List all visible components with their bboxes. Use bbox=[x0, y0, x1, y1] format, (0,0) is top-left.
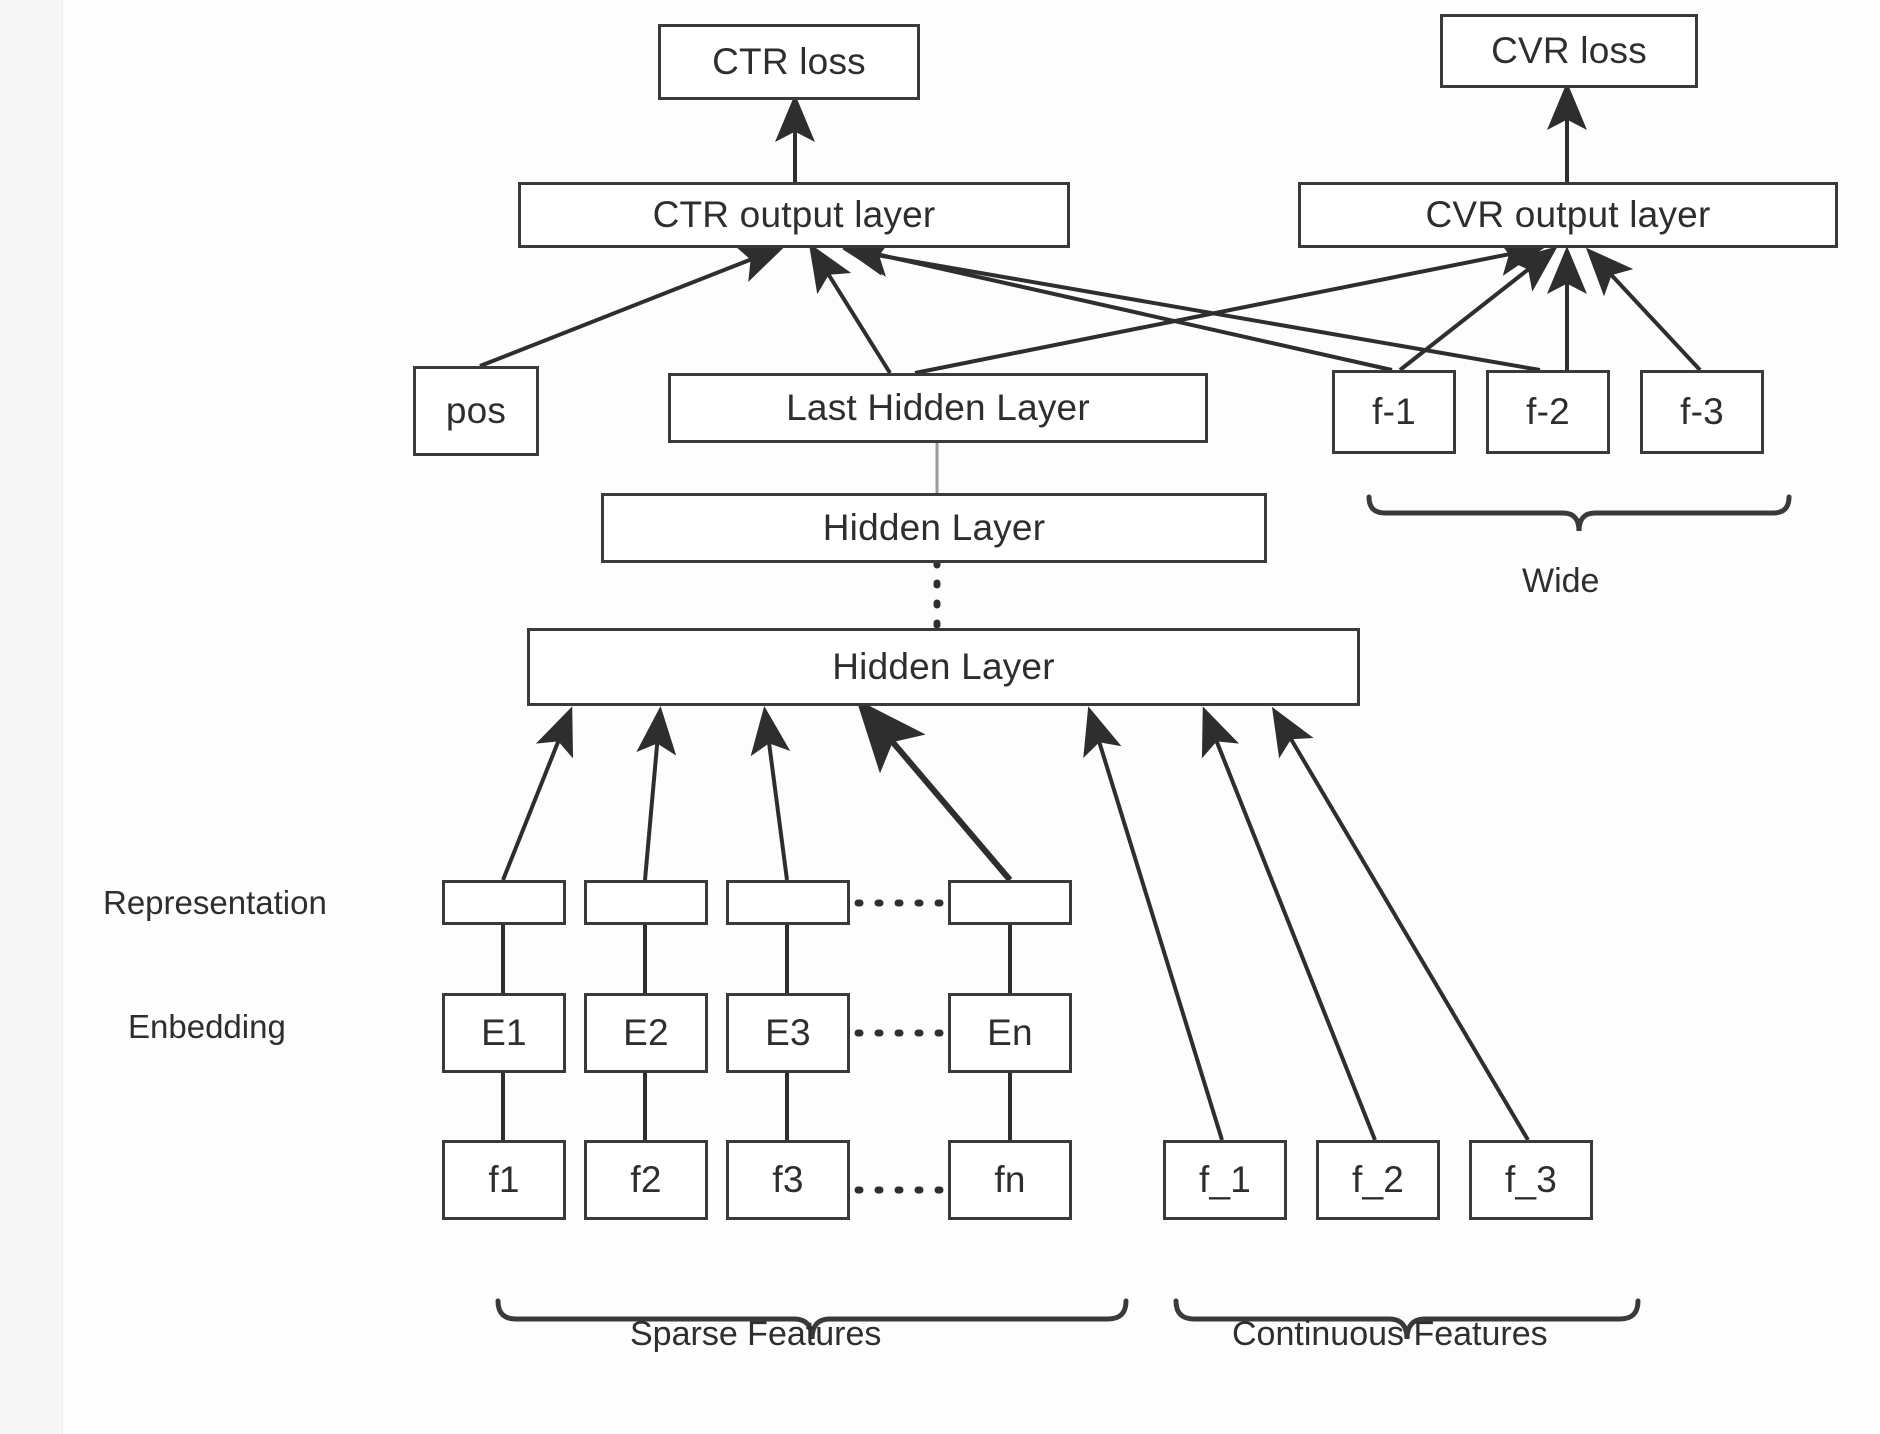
sparse-feature-label-f2: f2 bbox=[630, 1159, 662, 1200]
cvr-loss-label: CVR loss bbox=[1491, 30, 1647, 71]
embedding-box-e3[interactable]: E3 bbox=[726, 993, 850, 1073]
embedding-box-en-label: En bbox=[987, 1012, 1033, 1053]
edge-f3wide-to-cvr-output bbox=[1585, 247, 1702, 372]
wide-brace-label: Wide bbox=[1522, 562, 1600, 600]
sparse-feature-label-f3: f3 bbox=[772, 1159, 804, 1200]
continuous-feature-label-fc1: f_1 bbox=[1198, 1159, 1252, 1200]
last-hidden-layer-box[interactable]: Last Hidden Layer bbox=[668, 373, 1208, 443]
pos-label: pos bbox=[445, 390, 507, 431]
embedding-box-e3-label: E3 bbox=[765, 1012, 811, 1053]
continuous-feature-box-fc1[interactable]: f_1 bbox=[1163, 1140, 1287, 1220]
cvr-loss-box[interactable]: CVR loss bbox=[1440, 14, 1698, 88]
continuous-feature-label-fc2: f_2 bbox=[1351, 1159, 1405, 1200]
continuous-feature-label-fc3: f_3 bbox=[1504, 1159, 1558, 1200]
edge-pos-to-ctr-output bbox=[479, 244, 786, 368]
ctr-output-layer-box[interactable]: CTR output layer bbox=[518, 182, 1070, 248]
cvr-output-layer-box[interactable]: CVR output layer bbox=[1298, 182, 1838, 248]
wide-feature-label-f-2: f-2 bbox=[1526, 391, 1570, 432]
page-left-margin bbox=[0, 0, 63, 1434]
sparse-feature-label-f1: f1 bbox=[488, 1159, 520, 1200]
edge-rep3-to-hidden bbox=[750, 706, 791, 881]
sparse-feature-box-f3[interactable]: f3 bbox=[726, 1140, 850, 1220]
continuous-feature-box-fc3[interactable]: f_3 bbox=[1469, 1140, 1593, 1220]
wide-feature-label-f-3: f-3 bbox=[1680, 391, 1724, 432]
representation-box-n[interactable] bbox=[948, 880, 1072, 925]
wide-feature-box-f-1[interactable]: f-1 bbox=[1332, 370, 1456, 454]
representation-box-3[interactable] bbox=[726, 880, 850, 925]
last-hidden-layer-label: Last Hidden Layer bbox=[786, 387, 1090, 428]
embedding-box-e1-label: E1 bbox=[481, 1012, 527, 1053]
edge-rep2-to-hidden bbox=[636, 706, 677, 881]
wide-feature-box-f-3[interactable]: f-3 bbox=[1640, 370, 1764, 454]
embedding-box-e2[interactable]: E2 bbox=[584, 993, 708, 1073]
edge-f1wide-to-cvr-output bbox=[1398, 246, 1558, 372]
ctr-loss-box[interactable]: CTR loss bbox=[658, 24, 920, 100]
hidden-layer-upper-label: Hidden Layer bbox=[822, 507, 1046, 548]
sparse-feature-box-f2[interactable]: f2 bbox=[584, 1140, 708, 1220]
pos-box[interactable]: pos bbox=[413, 366, 539, 456]
continuous-feature-box-fc2[interactable]: f_2 bbox=[1316, 1140, 1440, 1220]
edge-fc3-to-hidden bbox=[1271, 706, 1530, 1142]
embedding-box-e1[interactable]: E1 bbox=[442, 993, 566, 1073]
continuous-features-brace-label: Continuous Features bbox=[1232, 1315, 1548, 1353]
edge-rep1-to-hidden bbox=[501, 706, 574, 881]
ctr-output-layer-label: CTR output layer bbox=[652, 194, 936, 235]
embedding-box-e2-label: E2 bbox=[623, 1012, 669, 1053]
cvr-output-layer-label: CVR output layer bbox=[1425, 194, 1711, 235]
sparse-feature-box-f1[interactable]: f1 bbox=[442, 1140, 566, 1220]
sparse-features-brace-label: Sparse Features bbox=[630, 1315, 882, 1353]
ctr-loss-label: CTR loss bbox=[712, 41, 866, 82]
edge-f2wide-to-ctr-output bbox=[842, 237, 1541, 372]
sparse-feature-label-fn: fn bbox=[994, 1159, 1026, 1200]
sparse-feature-box-fn[interactable]: fn bbox=[948, 1140, 1072, 1220]
wide-feature-label-f-1: f-1 bbox=[1372, 391, 1416, 432]
hidden-layer-lower-box[interactable]: Hidden Layer bbox=[527, 628, 1360, 706]
representation-box-1[interactable] bbox=[442, 880, 566, 925]
edge-lasthidden-to-ctr-output bbox=[808, 242, 892, 375]
edge-fc1-to-hidden bbox=[1083, 706, 1224, 1141]
wide-feature-box-f-2[interactable]: f-2 bbox=[1486, 370, 1610, 454]
hidden-layer-upper-box[interactable]: Hidden Layer bbox=[601, 493, 1267, 563]
representation-box-2[interactable] bbox=[584, 880, 708, 925]
wide-brace bbox=[1366, 494, 1792, 532]
hidden-layer-lower-label: Hidden Layer bbox=[832, 646, 1055, 687]
representation-row-label: Representation bbox=[103, 884, 327, 921]
edge-fc2-to-hidden bbox=[1201, 706, 1377, 1141]
edge-f1wide-to-ctr-output bbox=[839, 236, 1393, 372]
edge-lasthidden-to-cvr-output bbox=[914, 236, 1546, 375]
embedding-row-label: Enbedding bbox=[128, 1008, 286, 1045]
embedding-box-en[interactable]: En bbox=[948, 993, 1072, 1073]
edge-repn-to-hidden bbox=[856, 699, 1013, 882]
